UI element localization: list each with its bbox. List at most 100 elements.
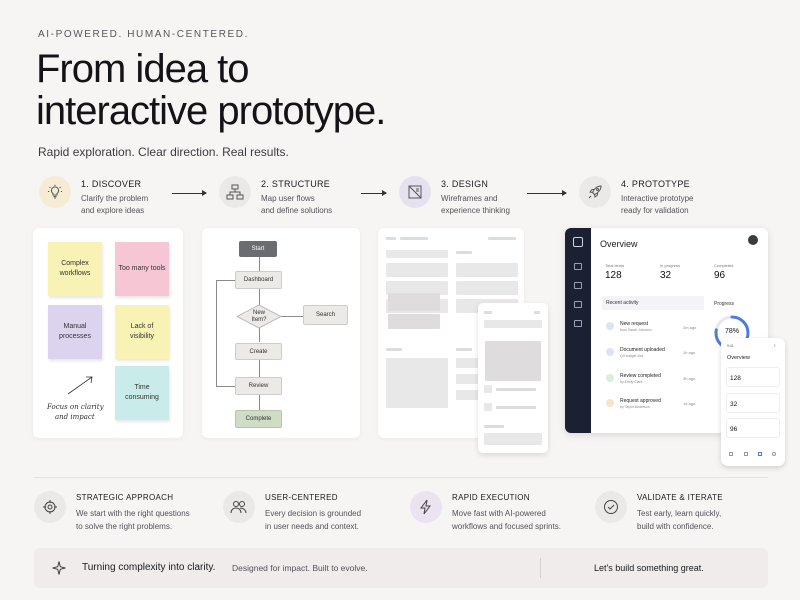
step-desc: and define solutions (261, 206, 333, 215)
dashboard-title: Overview (600, 239, 638, 249)
note-line: and impact (55, 413, 95, 421)
step-desc: experience thinking (441, 206, 510, 215)
headline-line-1: From idea to (36, 47, 250, 91)
kpi-label: Total items (605, 263, 625, 268)
footer-tagline: Turning complexity into clarity. (82, 562, 216, 573)
avatar[interactable] (748, 235, 758, 245)
sticky-note: Time consuming (115, 366, 169, 420)
activity-time: 1d ago (683, 401, 696, 406)
mobile-prototype: 9:41 ‹ Overview 128 32 96 (721, 338, 785, 466)
step-title: 3. DESIGN (441, 179, 489, 189)
arrow-right (361, 190, 387, 196)
flow-node-complete: Complete (235, 410, 282, 428)
activity-time: 1h ago (683, 350, 696, 355)
kpi-value: 128 (605, 270, 622, 281)
mobile-title: Overview (727, 355, 750, 361)
feature-desc: Test early, learn quickly, (637, 509, 722, 518)
footer-divider (540, 558, 541, 578)
sparkle-icon (52, 561, 66, 575)
mobile-value: 32 (730, 401, 738, 408)
kpi-label: In progress (660, 263, 681, 268)
feature-desc: We start with the right questions (76, 509, 190, 518)
check-icon (606, 374, 614, 382)
activity-title: New request (620, 321, 649, 327)
step-prototype: 4. PROTOTYPE Interactive prototype ready … (579, 176, 693, 217)
feature-title: USER-CENTERED (265, 493, 338, 502)
wireframe-icon (399, 176, 431, 208)
feature-strategic: STRATEGIC APPROACH We start with the rig… (34, 491, 190, 533)
sticky-note: Too many tools (115, 242, 169, 296)
activity-sub: Q4 budget.xlsx (620, 354, 644, 358)
discover-board: Complex workflows Too many tools Manual … (33, 228, 183, 438)
activity-time: 2m ago (683, 325, 697, 330)
feature-rapid-execution: RAPID EXECUTION Move fast with AI-powere… (410, 491, 561, 533)
flowchart-panel: Start Dashboard New Item? Search Create … (202, 228, 360, 438)
arrow-right (527, 190, 567, 196)
step-desc: Clarify the problem (81, 194, 149, 203)
step-title: 4. PROTOTYPE (621, 179, 690, 189)
kpi-value: 96 (714, 270, 726, 281)
progress-label: Progress (714, 301, 735, 307)
handwritten-note: Focus on clarity and impact (47, 402, 104, 422)
activity-sub: from Sarah Johnson (620, 328, 652, 332)
rocket-icon (579, 176, 611, 208)
feature-desc: workflows and focused sprints. (452, 522, 561, 531)
step-desc: Wireframes and (441, 194, 498, 203)
mobile-value: 128 (730, 375, 741, 382)
flow-node-search: Search (303, 305, 348, 325)
feature-title: VALIDATE & ITERATE (637, 493, 723, 502)
feature-desc: build with confidence. (637, 522, 714, 531)
kpi-value: 32 (660, 270, 672, 281)
inbox-icon[interactable] (574, 282, 582, 289)
feature-user-centered: USER-CENTERED Every decision is grounded… (223, 491, 361, 533)
approved-icon (606, 399, 614, 407)
note-line: Focus on clarity (47, 403, 104, 411)
wireframe-panel (378, 228, 524, 438)
step-desc: ready for validation (621, 206, 689, 215)
feature-desc: to solve the right problems. (76, 522, 173, 531)
lightbulb-icon (39, 176, 71, 208)
step-desc: and explore ideas (81, 206, 145, 215)
flow-decision-diamond (236, 304, 282, 329)
list-icon[interactable] (744, 452, 748, 456)
activity-title: Review completed (620, 373, 661, 379)
mobile-card (726, 367, 780, 387)
lightning-icon (410, 491, 442, 523)
mobile-status: 9:41 (727, 344, 734, 348)
dashboard-sidebar (565, 228, 591, 433)
step-desc: Interactive prototype (621, 194, 694, 203)
activity-sub: by Taylor Anderson (620, 405, 650, 409)
footer-bar: Turning complexity into clarity. Designe… (34, 548, 768, 588)
feature-desc: in user needs and context. (265, 522, 359, 531)
feature-title: RAPID EXECUTION (452, 493, 530, 502)
headline: From idea to interactive prototype. (36, 47, 386, 132)
sitemap-icon (219, 176, 251, 208)
flow-node-new-item: New Item? (251, 309, 267, 323)
document-icon (606, 348, 614, 356)
kpi-label: Completed (714, 263, 734, 268)
footer-sub: Designed for impact. Built to evolve. (232, 563, 368, 573)
activity-sub: by Emily Clark (620, 380, 643, 384)
app-logo-icon (573, 237, 583, 247)
progress-value: 78% (724, 328, 739, 335)
mobile-card (726, 393, 780, 413)
step-design: 3. DESIGN Wireframes and experience think… (399, 176, 510, 217)
sticky-note: Manual processes (48, 305, 102, 359)
profile-icon[interactable] (772, 452, 776, 456)
recent-activity-label: Recent activity (606, 300, 639, 306)
cta-link[interactable]: Let's build something great. (594, 563, 704, 573)
feature-desc: Every decision is grounded (265, 509, 362, 518)
check-circle-icon (595, 491, 627, 523)
wireframe-mobile (478, 303, 548, 453)
chart-icon[interactable] (758, 452, 762, 456)
activity-title: Request approved (620, 398, 661, 404)
arrow-sketch (67, 376, 93, 395)
share-icon[interactable]: ‹ (774, 343, 776, 349)
calendar-icon[interactable] (574, 301, 582, 308)
home-icon[interactable] (574, 263, 582, 270)
users-icon[interactable] (574, 320, 582, 327)
home-icon[interactable] (729, 452, 733, 456)
flow-node-create: Create (235, 343, 282, 360)
